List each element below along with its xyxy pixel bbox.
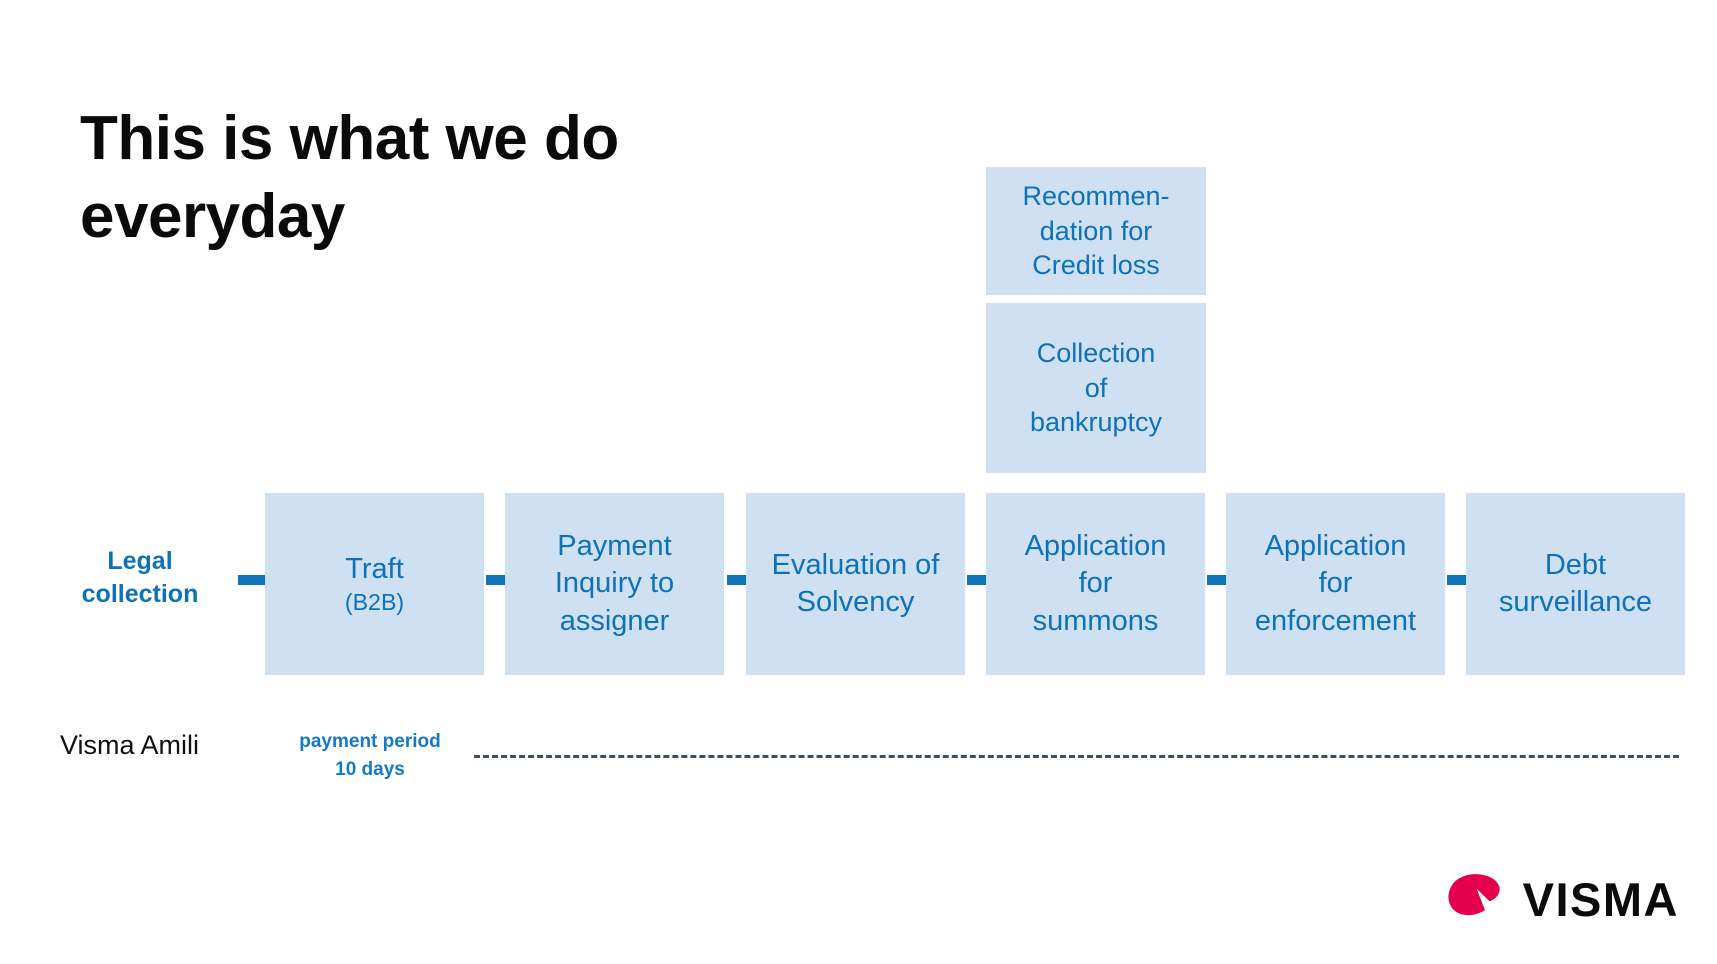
row-label-legal-collection: Legal collection bbox=[81, 547, 199, 608]
timeline-dashed-line bbox=[474, 755, 1679, 758]
flow-box-payment-inquiry-to-assigner[interactable]: Payment Inquiry to assigner bbox=[505, 493, 724, 675]
flow-box-debt-surveillance[interactable]: Debt surveillance bbox=[1466, 493, 1685, 675]
flow-box-collection-of-bankruptcy[interactable]: Collection of bankruptcy bbox=[986, 303, 1206, 473]
side-label-visma-amili: Visma Amili bbox=[60, 730, 200, 760]
flow-box-sublabel: (B2B) bbox=[344, 588, 405, 615]
flow-box-label: Collection of bankruptcy bbox=[1029, 338, 1163, 438]
flow-box-label: Debt surveillance bbox=[1498, 548, 1653, 618]
flow-box-evaluation-of-solvency[interactable]: Evaluation of Solvency bbox=[746, 493, 965, 675]
visma-wordmark: VISMA bbox=[1522, 873, 1679, 926]
flow-box-application-for-enforcement[interactable]: Application for enforcement bbox=[1226, 493, 1445, 675]
flow-box-label: Recommen- dation for Credit loss bbox=[1022, 181, 1170, 281]
flow-box-label: Application for summons bbox=[1024, 530, 1167, 637]
flow-box-label: Application for enforcement bbox=[1254, 530, 1417, 637]
flow-box-application-for-summons[interactable]: Application for summons bbox=[986, 493, 1205, 675]
flow-box-recommendation-credit-loss[interactable]: Recommen- dation for Credit loss bbox=[986, 167, 1206, 295]
flow-box-label: Payment Inquiry to assigner bbox=[554, 530, 675, 637]
page-title: This is what we do everyday bbox=[80, 104, 619, 251]
flow-box-traft[interactable]: Traft (B2B) bbox=[265, 493, 484, 675]
flow-box-label: Evaluation of Solvency bbox=[771, 548, 940, 618]
flow-box-label: Traft bbox=[345, 552, 404, 585]
visma-logo: VISMA bbox=[1445, 873, 1679, 926]
note-payment-period: payment period 10 days bbox=[299, 731, 441, 780]
visma-swoosh-icon bbox=[1445, 873, 1509, 926]
